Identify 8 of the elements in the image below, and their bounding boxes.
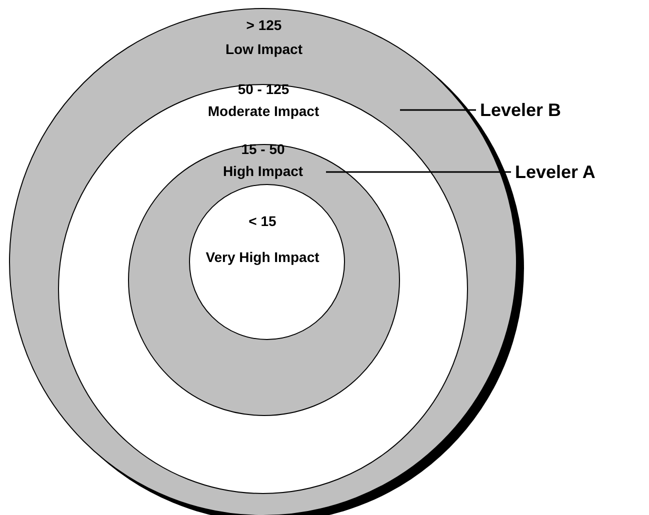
impact-label: Very High Impact — [206, 248, 320, 264]
impact-label: High Impact — [222, 163, 304, 179]
impact-label: Low Impact — [226, 41, 302, 57]
callout-text: Leveler A — [515, 162, 596, 182]
callout-text: Leveler B — [480, 100, 562, 120]
range-label: < 15 — [248, 212, 276, 228]
impact-label: Moderate Impact — [208, 102, 320, 118]
range-label: > 125 — [246, 17, 282, 33]
